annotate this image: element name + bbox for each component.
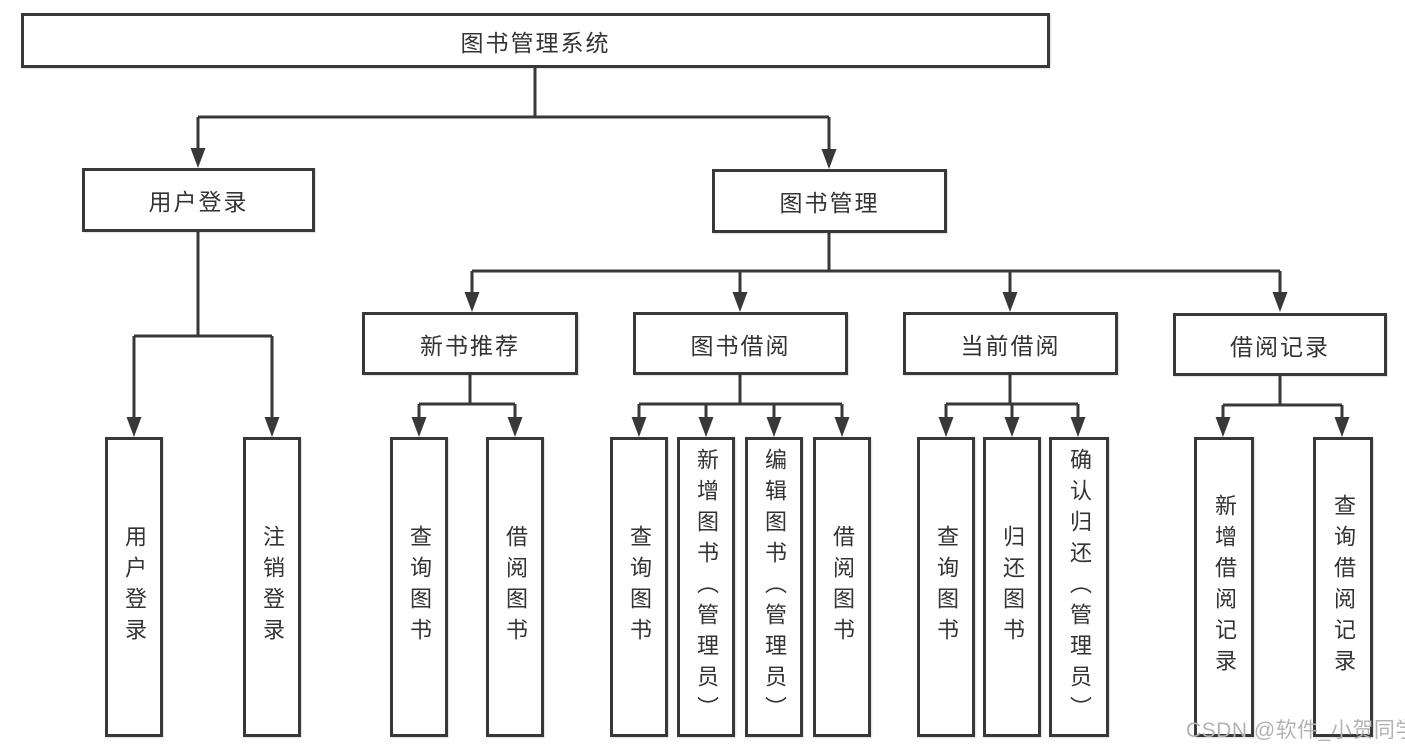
node-label: 当前借阅 (960, 332, 1061, 359)
node-label: 用户登录 (148, 189, 249, 215)
node-label: 图书管理系统 (460, 29, 611, 56)
node-label: 新书推荐 (420, 332, 520, 359)
leaf-edit-books-admin: 编辑图书（管理员） (745, 437, 803, 737)
edge-current-borrowing-children (938, 375, 1086, 437)
leaf-borrowing-borrow-books: 借阅图书 (813, 437, 871, 737)
leaf-recommend-query-books: 查询图书 (390, 437, 448, 737)
node-label: 编辑图书（管理员） (762, 447, 787, 727)
leaf-borrowing-query-books: 查询图书 (610, 437, 668, 737)
leaf-user-login: 用户登录 (105, 437, 163, 737)
node-label: 借阅图书 (503, 525, 528, 649)
node-library-system: 图书管理系统 (21, 13, 1050, 68)
node-label: 查询图书 (934, 525, 959, 649)
node-label: 确认归还（管理员） (1067, 447, 1092, 727)
csdn-watermark: CSDN @软件_小贺同学 (1186, 719, 1405, 742)
node-current-borrowing: 当前借阅 (903, 312, 1118, 375)
node-label: 归还图书 (1000, 525, 1025, 649)
edge-borrowing-records-children (1215, 375, 1350, 437)
leaf-logout: 注销登录 (243, 437, 301, 737)
leaf-recommend-borrow-books: 借阅图书 (486, 437, 544, 737)
node-label: 借阅记录 (1230, 333, 1330, 360)
node-label: 注销登录 (260, 525, 285, 649)
edge-book-borrowing-children (631, 375, 850, 437)
node-new-book-recommend: 新书推荐 (362, 312, 578, 375)
node-label: 图书管理 (779, 190, 880, 216)
leaf-add-borrow-record: 新增借阅记录 (1194, 437, 1254, 737)
node-book-borrowing: 图书借阅 (633, 312, 848, 375)
node-label: 借阅图书 (830, 525, 855, 649)
node-label: 查询图书 (627, 525, 652, 649)
edge-new-book-recommend-children (411, 375, 523, 437)
edge-root-to-level2 (190, 68, 837, 169)
node-book-management: 图书管理 (712, 169, 947, 233)
node-user-login: 用户登录 (82, 168, 315, 232)
leaf-query-borrow-record: 查询借阅记录 (1313, 437, 1373, 737)
leaf-current-query-books: 查询图书 (917, 437, 975, 737)
leaf-confirm-return-admin: 确认归还（管理员） (1049, 437, 1109, 737)
leaf-add-books-admin: 新增图书（管理员） (677, 437, 735, 737)
edge-user-login-children (126, 232, 280, 437)
node-label: 图书借阅 (690, 332, 791, 359)
node-borrowing-records: 借阅记录 (1173, 313, 1387, 376)
node-label: 查询图书 (407, 525, 432, 649)
node-label: 查询借阅记录 (1331, 494, 1356, 680)
node-label: 新增借阅记录 (1212, 494, 1237, 680)
node-label: 用户登录 (122, 525, 147, 649)
node-label: 新增图书（管理员） (694, 447, 719, 727)
edge-book-management-children (464, 233, 1288, 312)
leaf-return-books: 归还图书 (983, 437, 1041, 737)
